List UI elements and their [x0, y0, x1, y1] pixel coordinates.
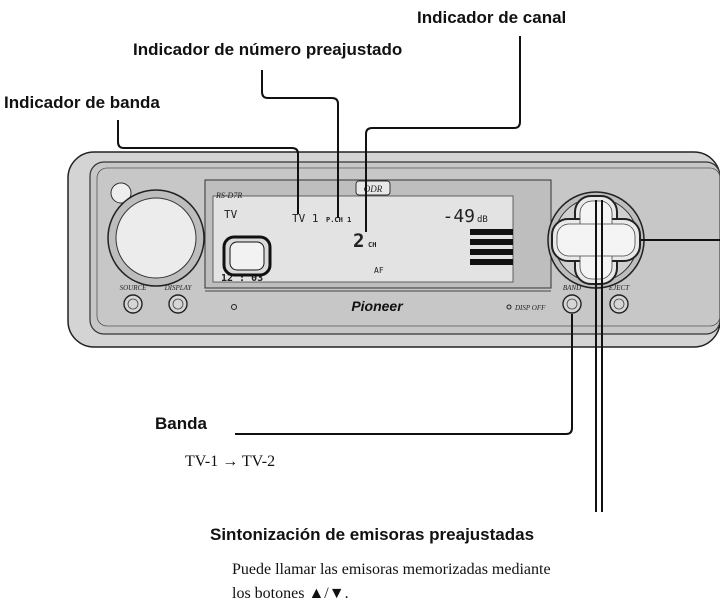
indicator-circle [110, 182, 132, 204]
band-text: TV [224, 208, 238, 221]
band-button-text: BAND [563, 284, 581, 292]
band-sequence-text: TV-1 → TV-2 [185, 453, 276, 470]
preset-tuning-description-line2: los botones ▲/▼. [232, 585, 349, 602]
level-unit: dB [477, 215, 488, 225]
source-button-label: SOURCE [120, 284, 148, 292]
reset-hole [231, 304, 237, 310]
eject-button[interactable] [609, 294, 629, 314]
channel-indicator-label: Indicador de canal [417, 8, 567, 27]
brand-logo: Pioneer [351, 298, 404, 314]
channel-unit-text: CH [368, 241, 376, 249]
model-name: RS-D7R [215, 191, 242, 200]
preset-tuning-description-line1: Puede llamar las emisoras memorizadas me… [232, 561, 551, 578]
band-button[interactable] [562, 294, 582, 314]
disp-off-dot [506, 304, 512, 310]
band-button-label: Banda [155, 414, 207, 433]
clock-text: 12 : 03 [221, 273, 263, 284]
band-indicator-label: Indicador de banda [4, 93, 160, 112]
source-button[interactable] [123, 294, 143, 314]
preset-channel-text: P.CH 1 [326, 216, 351, 224]
display-button-label: DISPLAY [164, 284, 193, 292]
band-number-text: TV 1 [292, 212, 319, 225]
odr-badge-text: ODR [364, 184, 383, 194]
band-indicator-leader [117, 120, 299, 214]
display-button[interactable] [168, 294, 188, 314]
disp-off-label: DISP OFF [514, 304, 546, 312]
level-value: -49 [442, 206, 475, 227]
eject-button-label: EJECT [608, 284, 630, 292]
preset-number-indicator-label: Indicador de número preajustado [133, 40, 403, 59]
callout-lines [117, 36, 720, 512]
odr-badge [355, 180, 391, 196]
preset-tuning-label: Sintonización de emisoras preajustadas [210, 525, 535, 544]
channel-number-text: 2 [353, 230, 364, 252]
af-label: AF [374, 266, 384, 275]
preset-number-leader [261, 70, 339, 218]
channel-indicator-leader [365, 36, 521, 232]
band-button-leader [235, 314, 573, 435]
level-meter [470, 229, 513, 265]
tv-screen-icon [222, 235, 272, 277]
